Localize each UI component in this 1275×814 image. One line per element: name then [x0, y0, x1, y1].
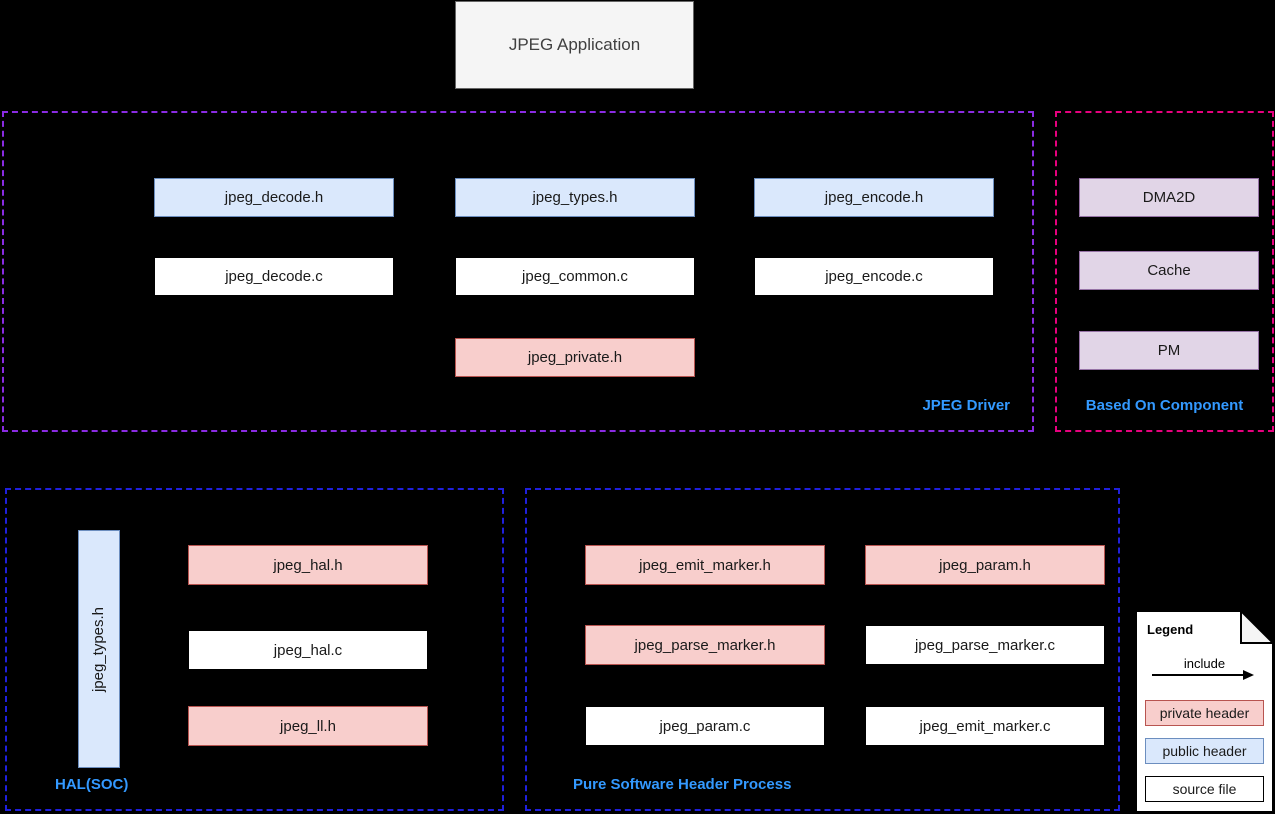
jpeg-decode-c-box: jpeg_decode.c	[154, 257, 394, 296]
cache-box: Cache	[1079, 251, 1259, 290]
jpeg-hal-c-box: jpeg_hal.c	[188, 630, 428, 670]
jpeg-types-h-vertical-label: jpeg_types.h	[90, 606, 108, 692]
hal-soc-label: HAL(SOC)	[55, 776, 129, 793]
jpeg-encode-c-box: jpeg_encode.c	[754, 257, 994, 296]
pm-box: PM	[1079, 331, 1259, 370]
jpeg-hal-h-box: jpeg_hal.h	[188, 545, 428, 585]
jpeg-application-label: JPEG Application	[508, 35, 641, 54]
jpeg-encode-h-box: jpeg_encode.h	[754, 178, 994, 217]
jpeg-param-h-box: jpeg_param.h	[865, 545, 1105, 585]
legend-title: Legend	[1147, 622, 1194, 637]
pure-software-group: jpeg_emit_marker.h jpeg_param.h jpeg_par…	[525, 488, 1120, 811]
jpeg-driver-label: JPEG Driver	[922, 397, 1010, 414]
jpeg-parse-marker-h-box: jpeg_parse_marker.h	[585, 625, 825, 665]
jpeg-common-c-box: jpeg_common.c	[455, 257, 695, 296]
legend-private-header-sample: private header	[1145, 700, 1264, 726]
jpeg-application-box: JPEG Application	[455, 1, 694, 89]
legend-panel: Legend include private header public hea…	[1135, 610, 1274, 813]
jpeg-emit-marker-h-box: jpeg_emit_marker.h	[585, 545, 825, 585]
jpeg-driver-group: jpeg_decode.h jpeg_types.h jpeg_encode.h…	[2, 111, 1034, 432]
based-on-component-label: Based On Component	[1085, 397, 1244, 414]
legend-source-file-sample: source file	[1145, 776, 1264, 802]
legend-public-header-sample: public header	[1145, 738, 1264, 764]
dma2d-box: DMA2D	[1079, 178, 1259, 217]
hal-soc-group: jpeg_types.h jpeg_hal.h jpeg_hal.c jpeg_…	[5, 488, 504, 811]
jpeg-types-h-box: jpeg_types.h	[455, 178, 695, 217]
pure-software-label: Pure Software Header Process	[573, 776, 792, 793]
include-arrow-icon	[1152, 670, 1254, 680]
jpeg-parse-marker-c-box: jpeg_parse_marker.c	[865, 625, 1105, 665]
jpeg-types-h-vertical-box: jpeg_types.h	[78, 530, 120, 768]
jpeg-private-h-box: jpeg_private.h	[455, 338, 695, 377]
include-label: include	[1183, 656, 1226, 671]
folded-corner-icon	[1240, 610, 1274, 644]
jpeg-param-c-box: jpeg_param.c	[585, 706, 825, 746]
jpeg-ll-h-box: jpeg_ll.h	[188, 706, 428, 746]
jpeg-emit-marker-c-box: jpeg_emit_marker.c	[865, 706, 1105, 746]
based-on-component-group: DMA2D Cache PM Based On Component	[1055, 111, 1274, 432]
jpeg-decode-h-box: jpeg_decode.h	[154, 178, 394, 217]
